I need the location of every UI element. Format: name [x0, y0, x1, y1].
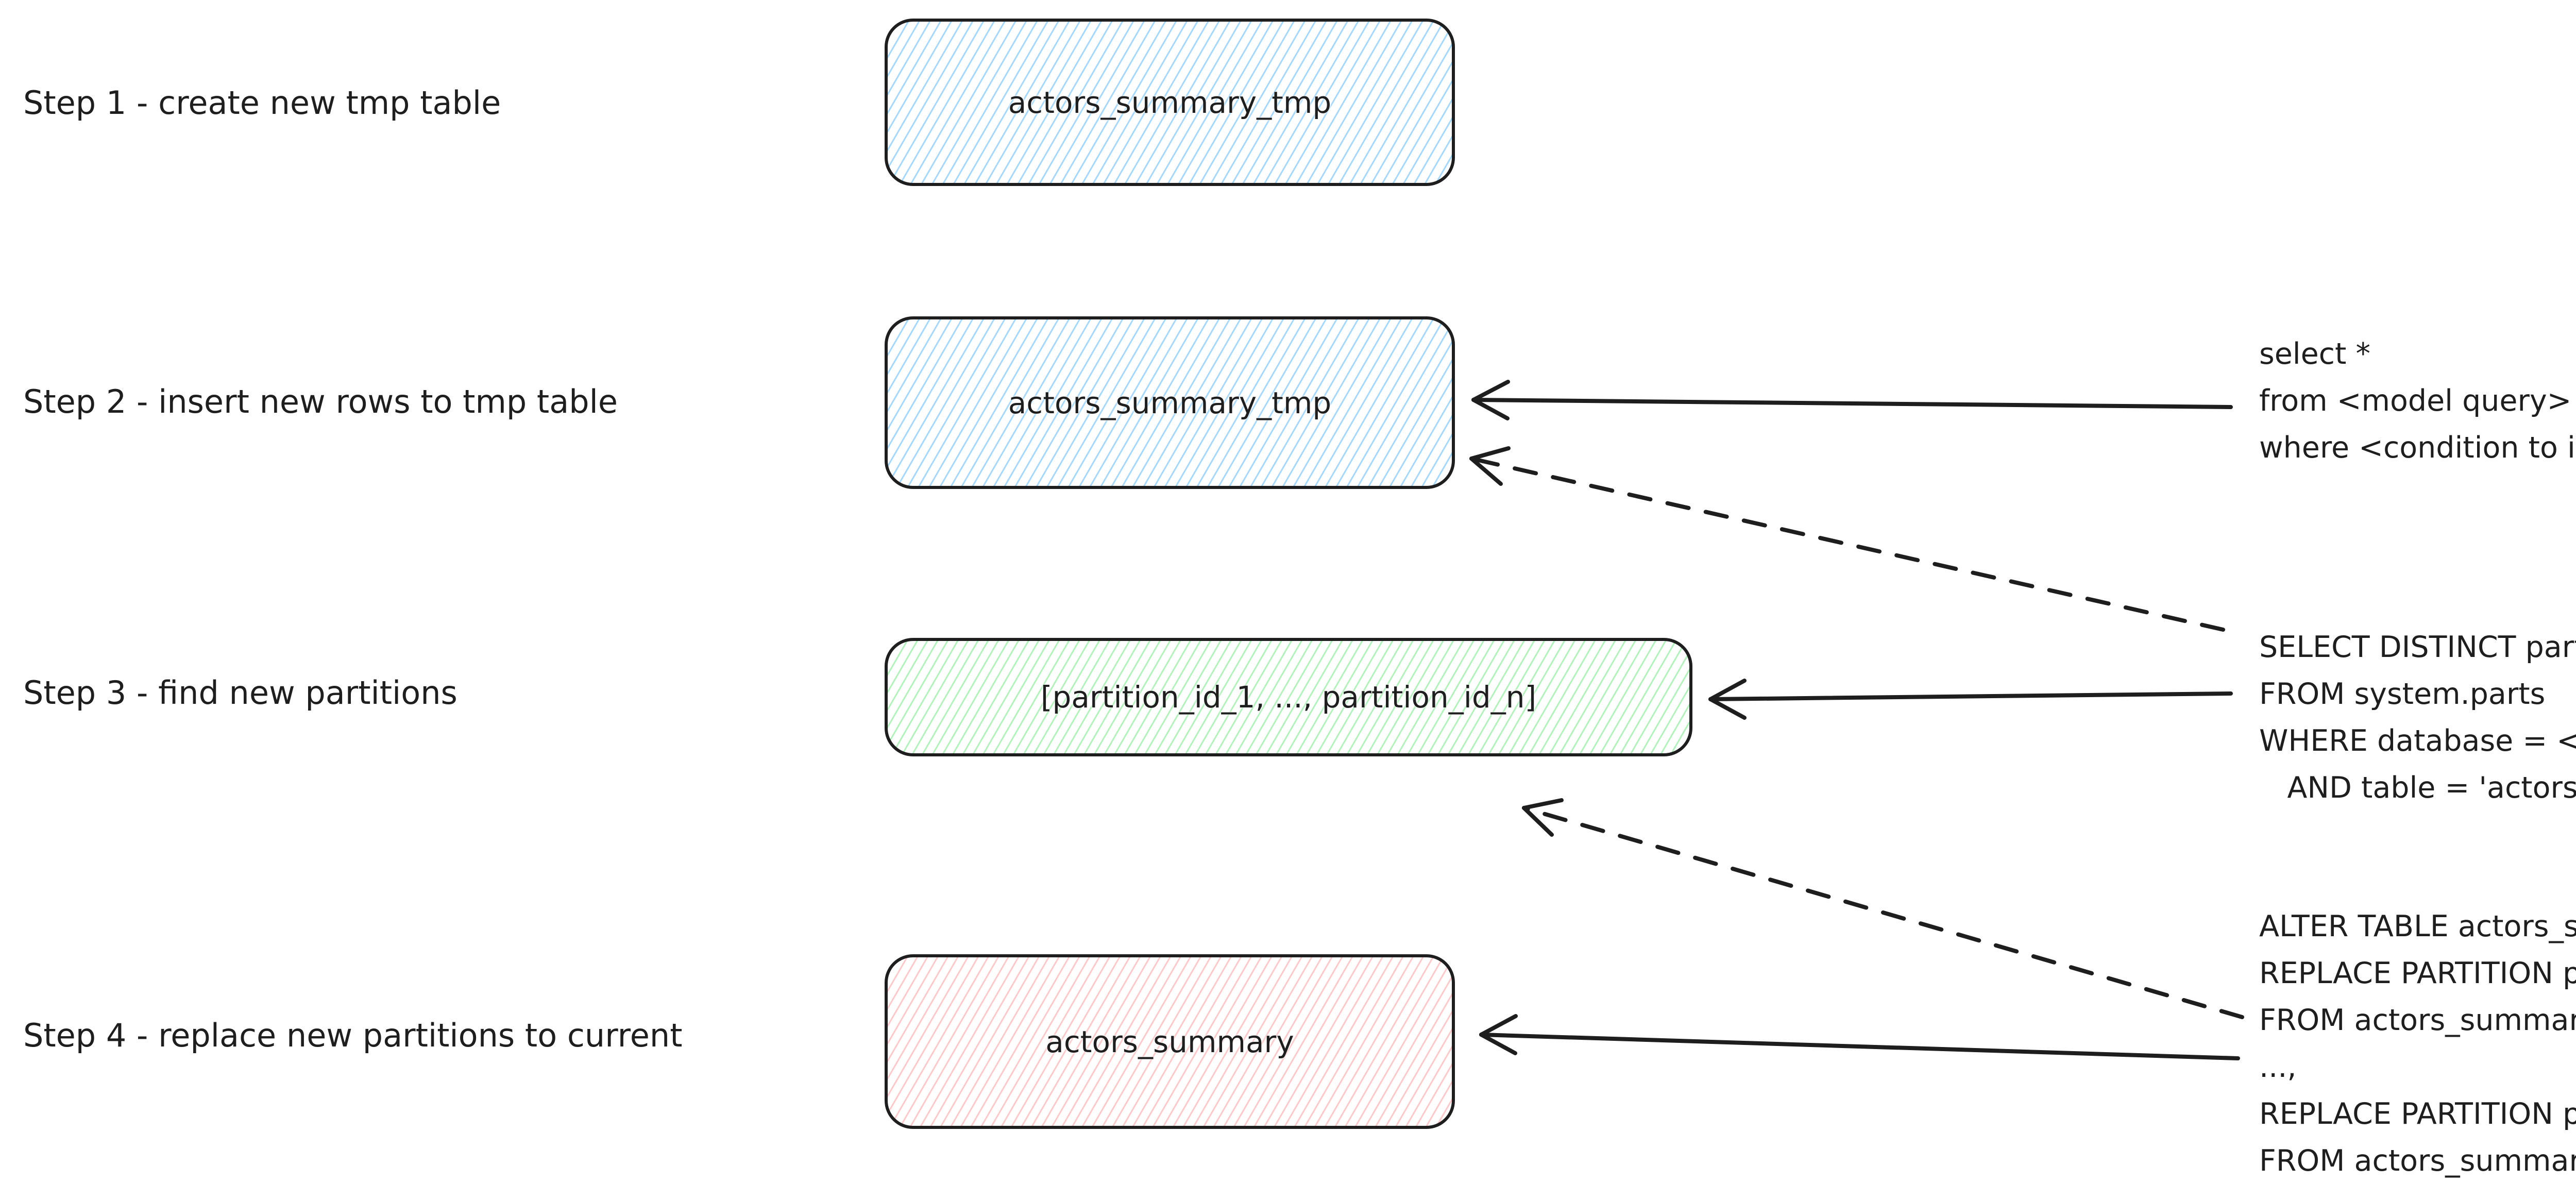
step-4-box-label: actors_summary: [1045, 1024, 1294, 1059]
step-4-box-actors-summary: actors_summary: [885, 954, 1455, 1129]
step-1-box-label: actors_summary_tmp: [1008, 85, 1332, 120]
arrow-select-to-tmp-box: [1471, 380, 2233, 420]
step-2-label: Step 2 - insert new rows to tmp table: [23, 383, 618, 420]
step-2-box-actors-summary-tmp: actors_summary_tmp: [885, 316, 1455, 489]
step-2-query-text: select * from <model query> where <condi…: [2259, 337, 2576, 465]
step-3-box-label: [partition_id_1, ..., partition_id_n]: [1040, 680, 1537, 715]
arrow-partitions-query-to-partitions-box: [1708, 679, 2233, 720]
step-1-box-actors-summary-tmp: actors_summary_tmp: [885, 19, 1455, 186]
step-2-box-label: actors_summary_tmp: [1008, 385, 1332, 420]
step-3-label: Step 3 - find new partitions: [23, 674, 457, 712]
step-4-label: Step 4 - replace new partitions to curre…: [23, 1017, 683, 1054]
step-3-box-partition-ids: [partition_id_1, ..., partition_id_n]: [885, 638, 1692, 756]
arrow-partitions-query-to-tmp-box: [1469, 446, 2225, 632]
arrow-replace-query-to-partitions-box: [1522, 798, 2244, 1019]
step-3-query-text: SELECT DISTINCT partition_id FROM system…: [2259, 630, 2576, 805]
step-4-query-text: ALTER TABLE actors_summary REPLACE PARTI…: [2259, 909, 2576, 1178]
arrow-replace-query-to-current-box: [1479, 1014, 2240, 1060]
step-1-label: Step 1 - create new tmp table: [23, 84, 501, 122]
